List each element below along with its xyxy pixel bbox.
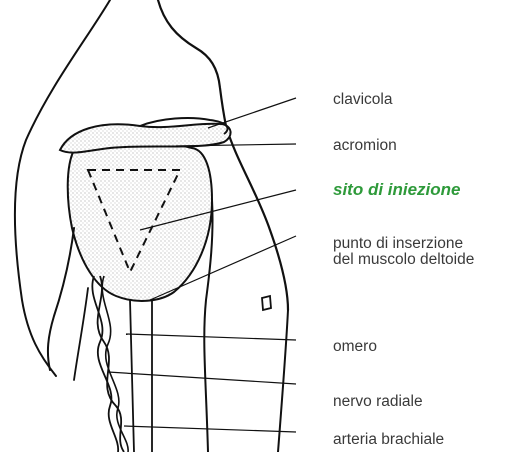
- label-acromion: acromion: [333, 138, 397, 154]
- arm-outline-inner: [74, 288, 88, 380]
- label-deltoid-insertion-line1: punto di inserzione: [333, 236, 474, 252]
- arm-outline-far-right: [278, 310, 288, 452]
- label-deltoid-insertion-line2: del muscolo deltoide: [333, 252, 474, 268]
- label-clavicola: clavicola: [333, 92, 392, 108]
- neck-contour: [158, 0, 226, 126]
- deltoid-muscle: [68, 141, 212, 301]
- body-contour: [226, 126, 288, 310]
- small-marker: [262, 296, 271, 310]
- humerus-bone: [130, 300, 152, 452]
- label-injection-site: sito di iniezione: [333, 182, 461, 198]
- arm-outline-left: [48, 228, 74, 370]
- label-arteria-brachiale: arteria brachiale: [333, 432, 444, 448]
- label-deltoid-insertion: punto di inserzione del muscolo deltoide: [333, 236, 474, 268]
- label-nervo-radiale: nervo radiale: [333, 394, 423, 410]
- label-omero: omero: [333, 339, 377, 355]
- leader-nervo: [108, 372, 296, 384]
- leader-arteria: [124, 426, 296, 432]
